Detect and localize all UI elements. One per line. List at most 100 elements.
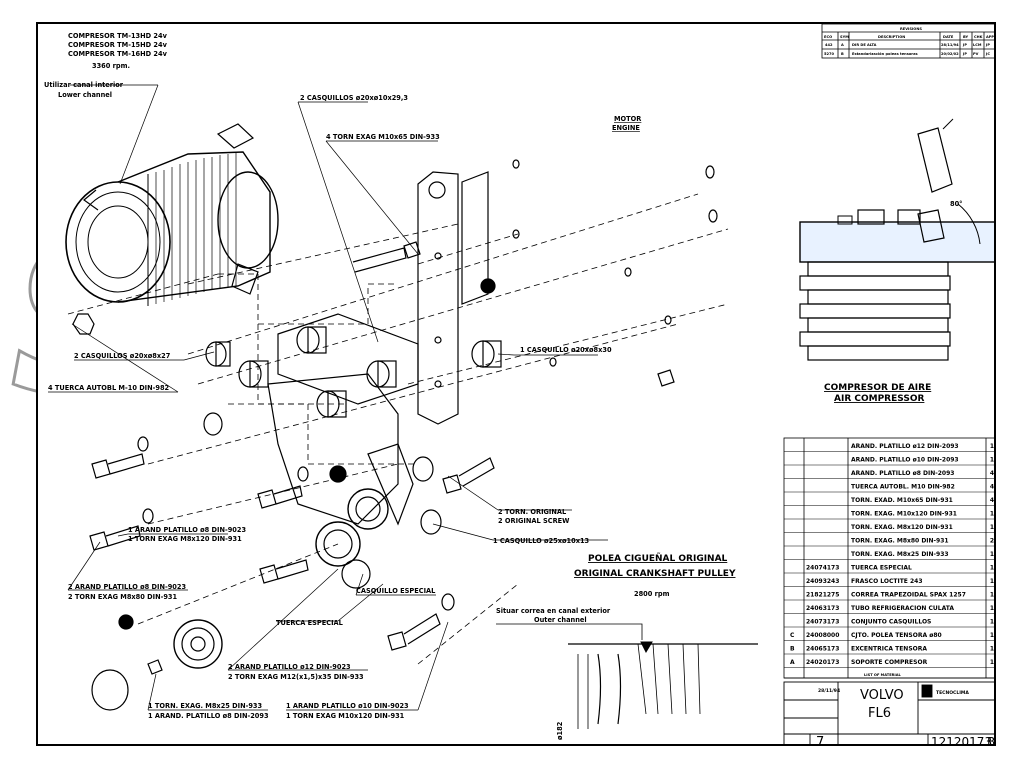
parts-row-qty: 4 [990,484,994,491]
revision-row-2-desc: Estandarización poleas tensoras [852,52,918,56]
parts-row-qty: 1 [990,551,994,558]
revisions-title: REVISIONS [900,27,922,31]
parts-row-ref: 24020173 [806,659,839,666]
callout-torn-original-en: 2 ORIGINAL SCREW [498,517,570,525]
parts-row-qty: 1 [990,592,994,599]
revisions-header-sym: SYM [840,35,849,39]
parts-row-qty: 1 [990,443,994,450]
pulley-label-en: ORIGINAL CRANKSHAFT PULLEY [574,569,736,579]
parts-row-ref: 24093243 [806,578,839,585]
parts-list-footer: LIST OF MATERIAL [864,673,902,677]
compressor-model-1: COMPRESOR TM-13HD 24v [68,32,168,40]
parts-row-description: FRASCO LOCTITE 243 [851,578,923,585]
revision-row-2-app: JC [985,52,990,56]
parts-row-sym: B [790,646,795,653]
callout-torn-m10x65: 4 TORN EXAG M10x65 DIN-933 [326,133,440,141]
parts-row-description: TORN. EXAD. M10x65 DIN-931 [851,497,953,504]
revision-row-1-date: 28/11/94 [941,43,959,47]
revisions-header-date: DATE [943,35,954,39]
parts-row-description: TUERCA AUTOBL. M10 DIN-982 [851,484,955,491]
revisions-header-by: BY [963,35,969,39]
parts-row-ref: 24074173 [806,565,839,572]
revision-row-1-by: JP [962,43,967,47]
revisions-table-frame [821,24,994,59]
callout-arand8-c: 1 ARAND. PLATILLO ø8 DIN-2093 [148,712,269,720]
compressor-channel-es: Utilizar canal interior [44,81,124,89]
assembly-guide-lines [67,193,729,665]
parts-row-qty: 1 [990,646,994,653]
revisions-header-eco: ECO [824,35,832,39]
revision-row-2-by: JP [962,52,967,56]
revision-row-2-chk: PV [973,52,979,56]
title-sheet-number: 7 [816,735,824,746]
callout-arand8-a: 1 ARAND PLATILLO ø8 DIN-9023 [128,526,246,534]
parts-row-qty: 1 [990,565,994,572]
parts-row-description: ARAND. PLATILLO ø10 DIN-2093 [851,457,959,464]
parts-row-qty: 1 [990,605,994,612]
parts-row-description: TUERCA ESPECIAL [851,565,912,572]
callout-torn-m10x120: 1 TORN EXAG M10x120 DIN-931 [286,712,405,720]
revision-row-1-desc: DIR DE ALTA [852,43,877,47]
callout-arand10: 1 ARAND PLATILLO ø10 DIN-9023 [286,702,409,710]
callout-torn-m8x80: 2 TORN EXAG M8x80 DIN-931 [68,593,178,601]
parts-row-qty: 1 [990,524,994,531]
callout-torn-m12: 2 TORN EXAG M12(x1,5)x35 DIN-933 [228,673,364,681]
pulley-channel-en: Outer channel [534,616,587,624]
title-revision: B [987,735,995,746]
parts-row-description: TORN. EXAG. M8x25 DIN-933 [851,551,949,558]
revision-row-2-eco: 5270 [824,52,835,56]
revision-row-1-sym: A [841,43,844,47]
title-model-line1: VOLVO [860,688,904,703]
parts-row-qty: 2 [990,538,994,545]
parts-row-description: TUBO REFRIGERACION CULATA [851,605,954,612]
compressor-channel-en: Lower channel [58,91,112,99]
callout-casquillo-25x13: 1 CASQUILLO ø25xø10x13 [493,537,590,545]
title-drawing-number: 12120173 [931,735,992,746]
parts-row-qty: 4 [990,497,994,504]
compressor-model-3: COMPRESOR TM-16HD 24v [68,50,168,58]
pulley-section-drawing [496,623,758,729]
parts-row-description: ARAND. PLATILLO ø8 DIN-2093 [851,470,954,477]
title-company: TECNOCLIMA [936,690,969,696]
motor-label-en: ENGINE [612,124,640,132]
parts-row-sym: A [790,659,795,666]
parts-row-qty: 1 [990,632,994,639]
parts-row-qty: 1 [990,659,994,666]
revision-row-1-chk: LCM [973,43,982,47]
pulley-dimension: ø182 [556,721,564,740]
motor-label-es: MOTOR [614,115,641,123]
parts-row-sym: C [790,632,795,639]
pulley-label-es: POLEA CIGUEÑAL ORIGINAL [588,553,728,564]
callout-arand8-b: 2 ARAND PLATILLO ø8 DIN-9023 [68,583,186,591]
parts-row-ref: 21821275 [806,592,839,599]
parts-row-qty: 1 [990,511,994,518]
callout-torn-original-es: 2 TORN. ORIGINAL [498,508,567,516]
parts-row-description: CJTO. POLEA TENSORA ø80 [851,632,942,639]
pulley-channel-es: Situar correa en canal exterior [496,607,611,615]
air-compressor-label-en: AIR COMPRESSOR [834,394,924,404]
technical-drawing: COMPRESOR TM-13HD 24v COMPRESOR TM-15HD … [44,24,995,746]
parts-row-ref: 24065173 [806,646,839,653]
callout-arand12: 2 ARAND PLATILLO ø12 DIN-9023 [228,663,351,671]
parts-row-description: TORN. EXAG. M8x120 DIN-931 [851,524,953,531]
callout-casquillo-20x30: 1 CASQUILLO ø20xø8x30 [520,346,612,354]
callout-torn-m8x25: 1 TORN. EXAG. M8x25 DIN-933 [148,702,263,710]
revisions-header-app: APP [986,35,994,39]
air-compressor-angle: 80° [950,200,962,208]
parts-row-description: EXCENTRICA TENSORA [851,646,927,653]
parts-row-description: ARAND. PLATILLO ø12 DIN-2093 [851,443,959,450]
compressor-model-2: COMPRESOR TM-15HD 24v [68,41,168,49]
callout-torn-m8x120: 1 TORN EXAG M8x120 DIN-931 [128,535,242,543]
parts-row-description: SOPORTE COMPRESOR [851,659,928,666]
parts-row-qty: 1 [990,457,994,464]
parts-row-qty: 1 [990,619,994,626]
callout-casquillos-20x29: 2 CASQUILLOS ø20xø10x29,3 [300,94,408,102]
callout-leaders [48,84,608,711]
callout-casquillo-especial: CASQUILLO ESPECIAL [356,587,436,595]
pulley-rpm: 2800 rpm [634,590,670,598]
air-compressor-drawing [799,118,994,361]
parts-row-description: CORREA TRAPEZOIDAL SPAX 1257 [851,592,966,599]
revisions-header-description: DESCRIPTION [878,35,905,39]
parts-row-ref: 24073173 [806,619,839,626]
